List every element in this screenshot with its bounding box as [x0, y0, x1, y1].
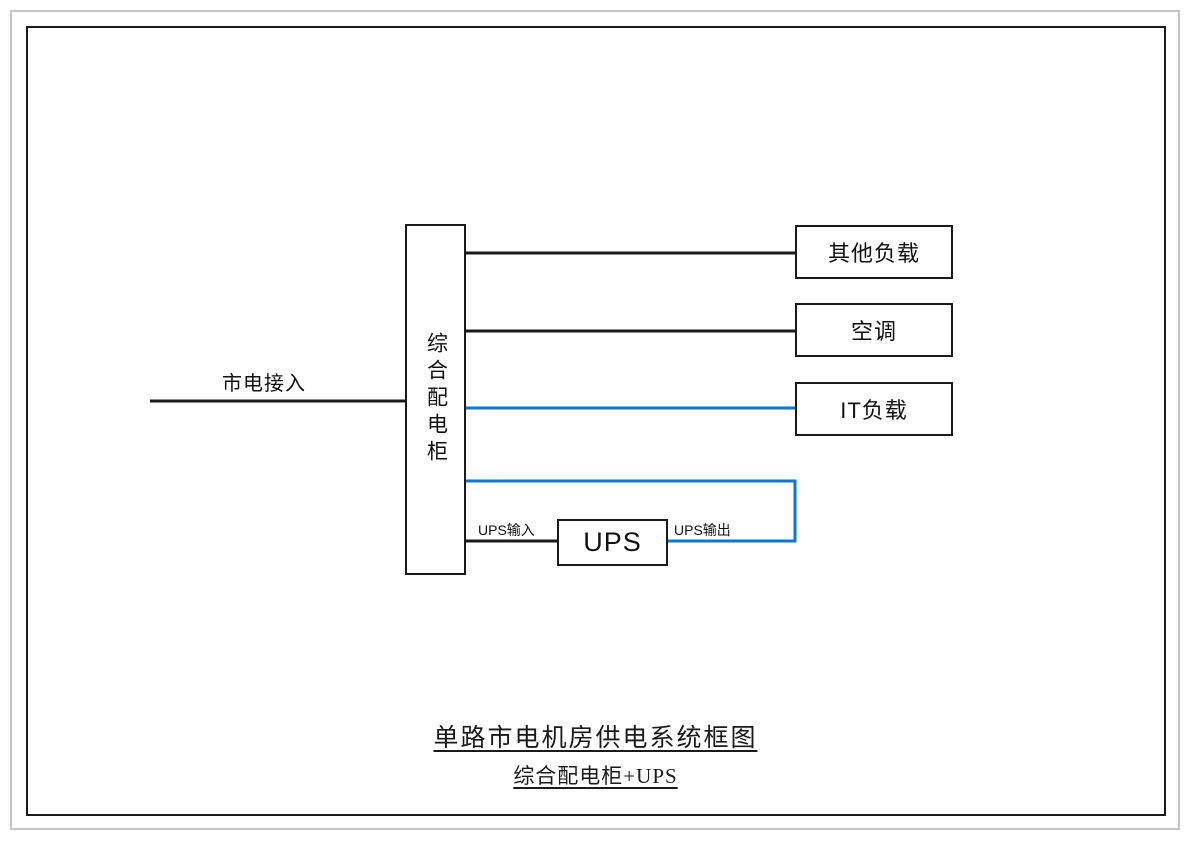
caption-subtitle: 综合配电柜+UPS — [513, 764, 678, 788]
ups-input-label: UPS输入 — [478, 522, 535, 538]
load-node-other[interactable]: 其他负载 — [795, 225, 953, 279]
ups-label: UPS — [583, 527, 642, 557]
caption-line-1-row: 单路市电机房供电系统框图 — [0, 718, 1191, 754]
ups-node[interactable]: UPS — [557, 519, 668, 566]
mains-input-label: 市电接入 — [222, 373, 306, 395]
load-label-other: 其他负载 — [827, 241, 920, 266]
ups-output-label: UPS输出 — [674, 522, 731, 538]
line-ups-output-bus — [466, 479, 797, 543]
diagram-caption: 单路市电机房供电系统框图 综合配电柜+UPS — [0, 718, 1191, 790]
diagram-inner-frame — [26, 26, 1166, 816]
distribution-cabinet-node[interactable]: 综合配电柜 — [405, 224, 466, 575]
load-node-it[interactable]: IT负载 — [795, 382, 953, 436]
load-label-it: IT负载 — [840, 398, 908, 423]
caption-title: 单路市电机房供电系统框图 — [433, 725, 758, 752]
load-node-hvac[interactable]: 空调 — [795, 303, 953, 357]
page-outer-frame — [10, 10, 1180, 830]
caption-line-2-row: 综合配电柜+UPS — [0, 754, 1191, 790]
distribution-cabinet-label: 综合配电柜 — [424, 332, 448, 467]
load-label-hvac: 空调 — [850, 319, 897, 344]
